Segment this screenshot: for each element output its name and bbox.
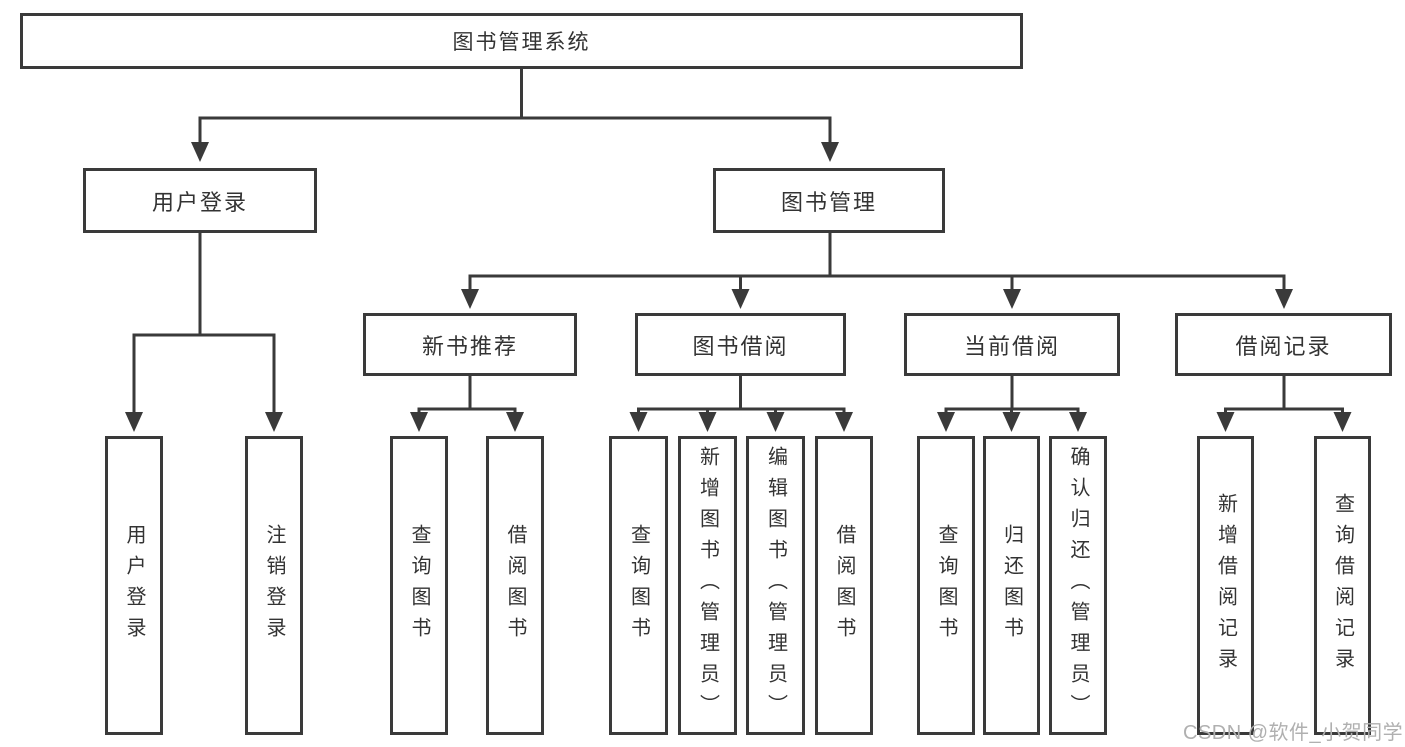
leaf-query-books-current: 查询图书 (917, 436, 975, 735)
node-library-system: 图书管理系统 (20, 13, 1023, 69)
leaf-query-borrow-record: 查询借阅记录 (1314, 436, 1371, 735)
leaf-query-books-recommend: 查询图书 (390, 436, 448, 735)
leaf-add-book-admin: 新增图书（管理员） (678, 436, 737, 735)
leaf-return-book: 归还图书 (983, 436, 1040, 735)
node-book-borrow: 图书借阅 (635, 313, 846, 376)
watermark-text: CSDN @软件_小贺同学 (1183, 722, 1404, 744)
leaf-confirm-return-admin: 确认归还（管理员） (1049, 436, 1107, 735)
node-current-borrow: 当前借阅 (904, 313, 1120, 376)
node-book-management: 图书管理 (713, 168, 945, 233)
leaf-edit-book-admin: 编辑图书（管理员） (746, 436, 805, 735)
leaf-query-books-borrow: 查询图书 (609, 436, 668, 735)
node-new-book-recommend: 新书推荐 (363, 313, 577, 376)
leaf-borrow-books: 借阅图书 (815, 436, 873, 735)
node-user-login: 用户登录 (83, 168, 317, 233)
leaf-add-borrow-record: 新增借阅记录 (1197, 436, 1254, 735)
leaf-user-login: 用户登录 (105, 436, 163, 735)
node-borrow-records: 借阅记录 (1175, 313, 1392, 376)
leaf-logout: 注销登录 (245, 436, 303, 735)
leaf-borrow-books-recommend: 借阅图书 (486, 436, 544, 735)
